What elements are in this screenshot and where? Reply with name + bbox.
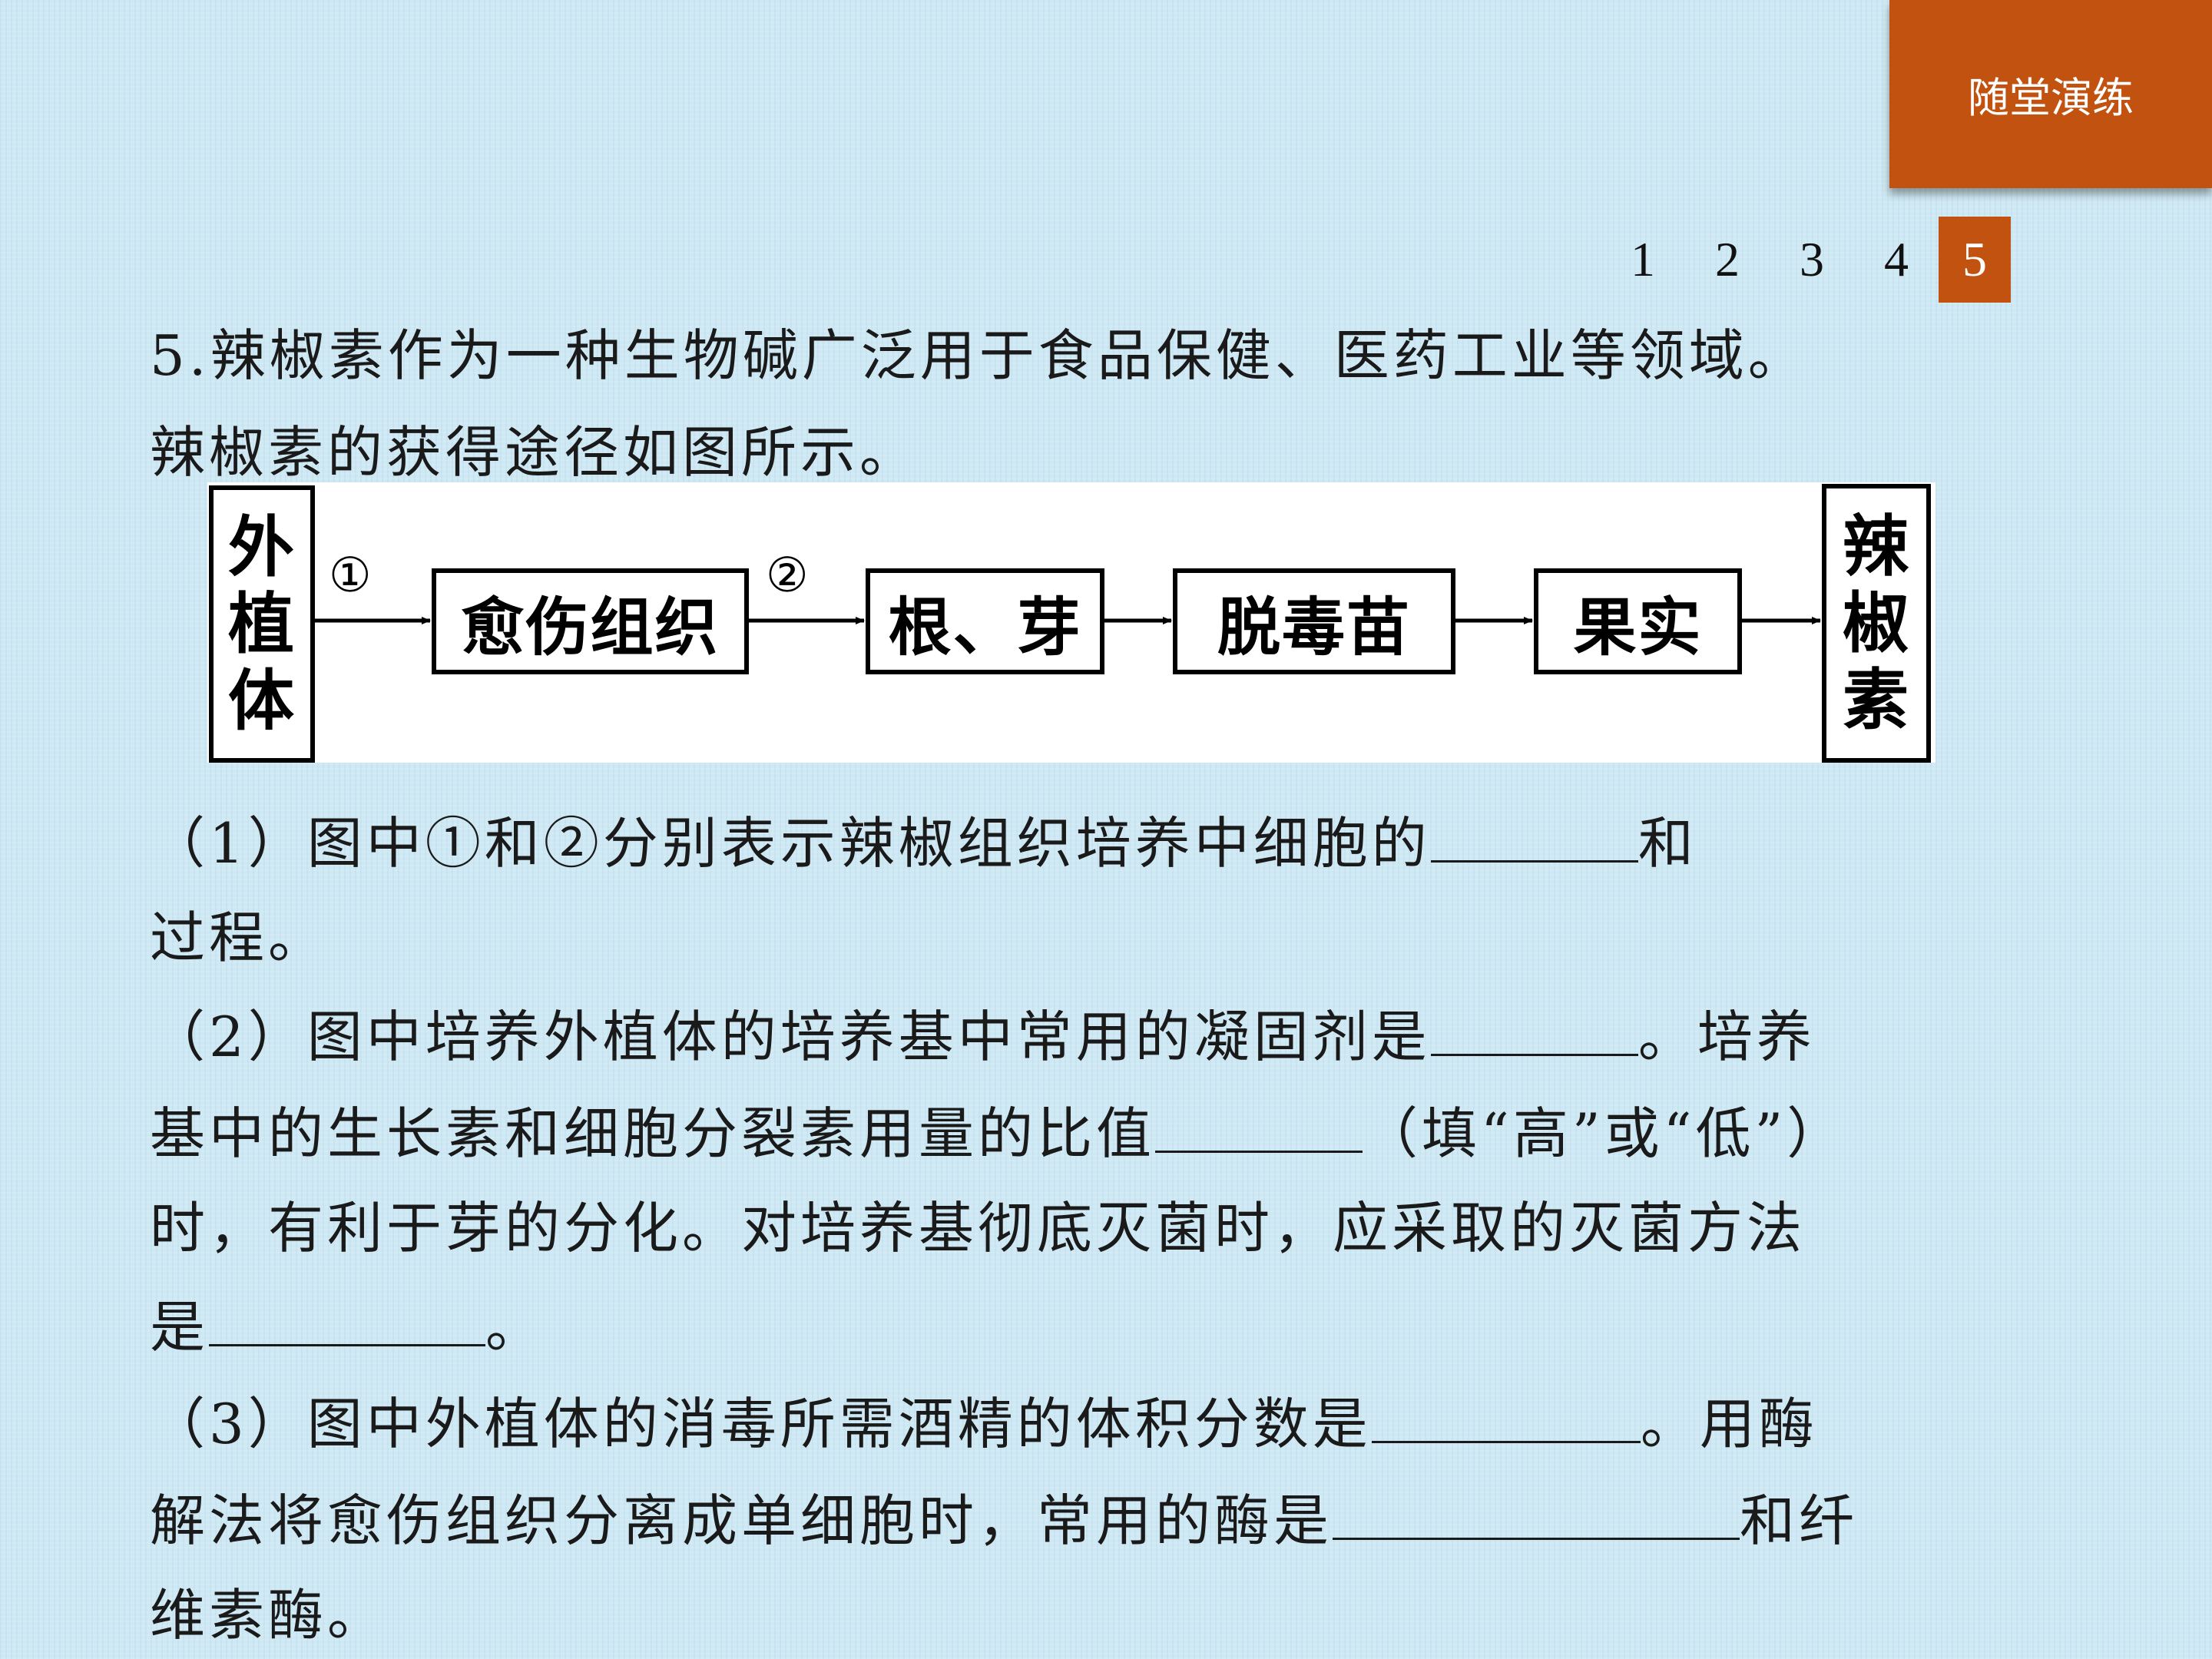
q1-answer-blank[interactable] [1430,806,1638,863]
page-link-2[interactable]: 2 [1715,232,1740,286]
pagination: 1 2 3 4 5 [1601,217,2011,303]
node-root-bud: 根、芽 [866,568,1104,674]
q2-line-4: 是。 [150,1290,545,1362]
q2-text-a: （2）图中培养外植体的培养基中常用的凝固剂是 [150,1005,1431,1069]
section-tag: 随堂演练 [1889,0,2212,188]
flow-diagram: 外 植 体 ① 愈伤组织 ② 根、芽 脱毒苗 果实 辣 椒 素 [207,482,1936,763]
q3-line-1: （3）图中外植体的消毒所需酒精的体积分数是 。用酶 [150,1387,1818,1459]
q3-alcohol-blank[interactable] [1371,1387,1641,1443]
q2-line-1: （2）图中培养外植体的培养基中常用的凝固剂是 。培养 [150,1000,1816,1071]
q2-ratio-blank[interactable] [1155,1097,1363,1153]
question-intro-line-2: 辣椒素的获得途径如图所示。 [150,420,919,485]
q2-sterilization-blank[interactable] [209,1290,486,1346]
node-capsaicin-char-1: 辣 [1843,508,1910,585]
step-2-mark: ② [766,547,809,603]
step-1-mark: ① [329,547,372,603]
q2-ratio-text: 基中的生长素和细胞分裂素用量的比值 [150,1101,1156,1166]
q3-line-2: 解法将愈伤组织分离成单细胞时，常用的酶是 和纤 [150,1484,1858,1555]
q2-gelling-agent-blank[interactable] [1430,1000,1638,1056]
section-tag-label: 随堂演练 [1968,74,2134,122]
node-explant-char-1: 外 [228,508,296,586]
q1-text-a: （1）图中①和②分别表示辣椒组织培养中细胞的 [150,811,1431,876]
q2-line-3: 时，有利于芽的分化。对培养基彻底灭菌时，应采取的灭菌方法 [150,1196,1806,1260]
q1-line-1: （1）图中①和②分别表示辣椒组织培养中细胞的 和 [150,806,1697,878]
q1-text-b: 和 [1637,811,1697,876]
q2-method-text: 是 [150,1295,210,1359]
q3-enzyme-end: 和纤 [1740,1488,1859,1553]
q2-method-end: 。 [485,1295,545,1359]
page-link-5-current[interactable]: 5 [1939,217,2011,303]
node-fruit: 果实 [1534,568,1742,674]
q3-enzyme-blank[interactable] [1333,1484,1740,1540]
q3-line-3: 维素酶。 [150,1583,387,1647]
node-explant-char-2: 植 [228,585,296,663]
q3-text-b: 。用酶 [1640,1392,1818,1456]
node-callus: 愈伤组织 [432,568,749,674]
node-capsaicin-char-2: 椒 [1843,584,1910,662]
page-link-3[interactable]: 3 [1800,232,1824,286]
question-intro-line-1: 5.辣椒素作为一种生物碱广泛用于食品保健、医药工业等领域。 [150,323,1807,388]
page-link-1[interactable]: 1 [1631,232,1655,286]
node-capsaicin: 辣 椒 素 [1822,484,1931,763]
page-link-4[interactable]: 4 [1884,232,1909,286]
q2-ratio-hint: （填“高”或“低”） [1363,1101,1846,1166]
q3-enzyme-text: 解法将愈伤组织分离成单细胞时，常用的酶是 [150,1488,1333,1553]
q2-text-b: 。培养 [1637,1005,1816,1069]
node-explant-char-3: 体 [228,662,296,740]
node-explant: 外 植 体 [209,485,315,763]
flow-arrows [315,617,1821,624]
node-capsaicin-char-3: 素 [1843,661,1910,739]
node-virus-free-seedling: 脱毒苗 [1173,568,1455,674]
q3-text-a: （3）图中外植体的消毒所需酒精的体积分数是 [150,1392,1372,1456]
q1-line-2: 过程。 [150,906,328,970]
q2-line-2: 基中的生长素和细胞分裂素用量的比值 （填“高”或“低”） [150,1097,1846,1168]
